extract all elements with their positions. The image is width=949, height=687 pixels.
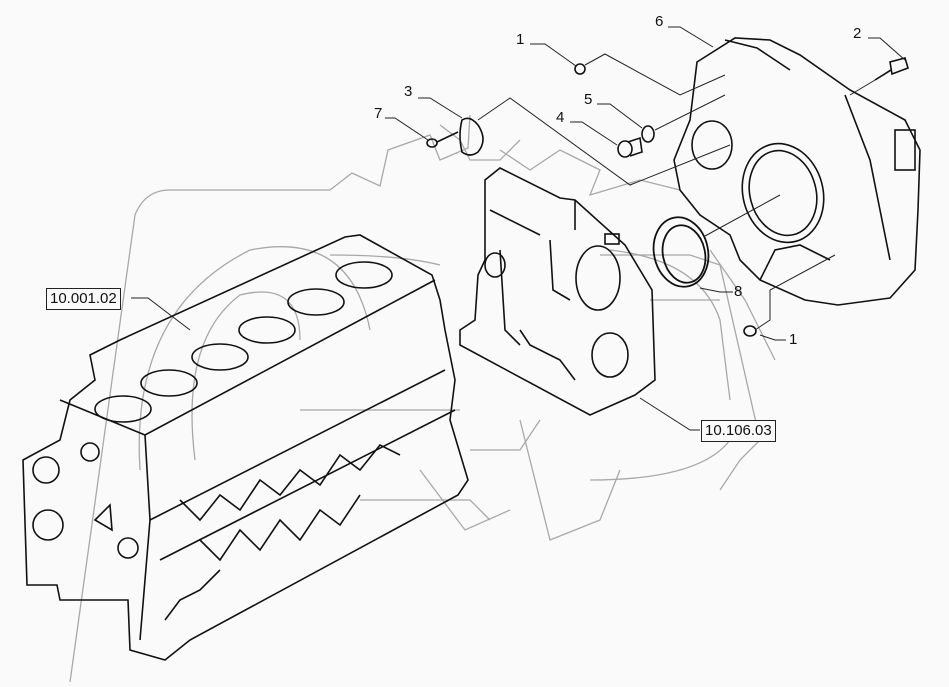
callout-3: 3 [404, 83, 413, 100]
watermark-outline [69, 114, 776, 683]
callout-1-bottom: 1 [789, 331, 798, 348]
callout-6: 6 [655, 13, 664, 30]
gear-case-drawing [459, 167, 656, 416]
leader-lines [131, 26, 906, 431]
cylinder-block-drawing [22, 234, 469, 661]
callout-4: 4 [556, 109, 565, 126]
callout-7: 7 [374, 105, 383, 122]
callout-8: 8 [734, 283, 743, 300]
flywheel-housing-drawing [673, 37, 921, 306]
reference-box-cylinder-block[interactable]: 10.001.02 [46, 288, 121, 310]
callout-1-top: 1 [516, 31, 525, 48]
callout-2: 2 [853, 25, 862, 42]
oil-seal-drawing [652, 216, 710, 288]
small-parts-drawing [426, 57, 909, 337]
reference-box-gear-case[interactable]: 10.106.03 [701, 420, 776, 442]
callout-5: 5 [584, 91, 593, 108]
